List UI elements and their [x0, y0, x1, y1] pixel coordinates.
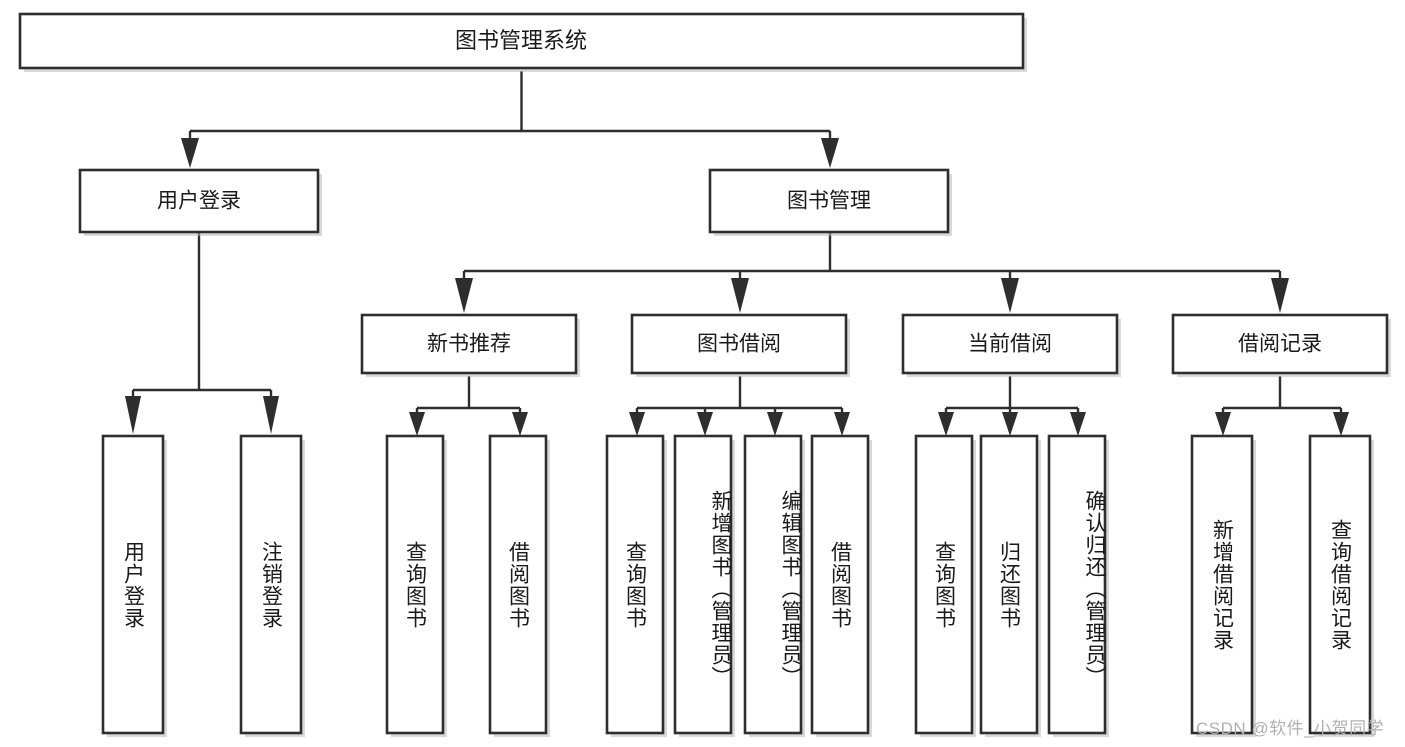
leaf-bb-3[interactable]	[743, 434, 803, 735]
leaf-cb-2[interactable]	[979, 434, 1039, 735]
arrow-user-login	[181, 138, 199, 168]
node-book-manage[interactable]	[708, 168, 950, 234]
arrow-new-book-recommend	[455, 278, 473, 313]
node-user-login[interactable]	[78, 168, 320, 234]
csdn-watermark: CSDN @软件_小贺同学	[1196, 719, 1385, 738]
arrow-br-leaf-2	[1333, 412, 1349, 436]
node-new-book-recommend-label: 新书推荐	[427, 333, 511, 356]
node-root-label: 图书管理系统	[455, 28, 587, 53]
arrow-cb-leaf-2	[1002, 412, 1018, 436]
node-borrow-record[interactable]	[1171, 313, 1389, 375]
leaf-cb-3[interactable]	[1047, 434, 1107, 735]
node-new-book-recommend[interactable]	[360, 313, 578, 375]
leaf-bb-1[interactable]	[605, 434, 665, 735]
node-current-borrow-label: 当前借阅	[968, 333, 1052, 356]
arrow-book-borrow	[731, 278, 749, 313]
leaf-bb-4[interactable]	[810, 434, 870, 735]
leaf-user-login-1[interactable]	[101, 434, 165, 735]
leaf-br-2[interactable]	[1308, 434, 1372, 735]
arrow-nbr-leaf-2	[512, 412, 528, 436]
arrow-bb-leaf-1	[629, 412, 645, 436]
node-book-manage-label: 图书管理	[787, 190, 871, 213]
connector-layer	[125, 71, 1349, 436]
arrow-current-borrow	[1001, 278, 1019, 313]
leaf-bb-2[interactable]	[673, 434, 733, 735]
leaf-nbr-1[interactable]	[385, 434, 445, 735]
leaf-user-login-2[interactable]	[239, 434, 303, 735]
arrow-bb-leaf-2	[697, 412, 713, 436]
arrow-cb-leaf-3	[1070, 412, 1086, 436]
leaf-nbr-2[interactable]	[488, 434, 548, 735]
arrow-nbr-leaf-1	[409, 412, 425, 436]
arrow-book-manage	[821, 138, 839, 168]
arrow-cb-leaf-1	[938, 412, 954, 436]
arrow-borrow-record	[1271, 278, 1289, 313]
arrow-bb-leaf-4	[834, 412, 850, 436]
node-current-borrow[interactable]	[901, 313, 1119, 375]
node-book-borrow-label: 图书借阅	[697, 333, 781, 356]
arrow-bb-leaf-3	[767, 412, 783, 436]
leaf-br-1[interactable]	[1190, 434, 1254, 735]
arrow-leaf-user-login	[125, 396, 141, 434]
node-user-login-label: 用户登录	[157, 190, 241, 213]
leaf-cb-1[interactable]	[914, 434, 974, 735]
arrow-br-leaf-1	[1215, 412, 1231, 436]
node-root[interactable]	[18, 12, 1025, 70]
arrow-leaf-logout	[263, 396, 279, 434]
node-book-borrow[interactable]	[630, 313, 848, 375]
node-layer: 图书管理系统 用户登录 图书管理 新书推荐 图书借阅 当前借阅 借阅记录	[18, 12, 1391, 737]
node-borrow-record-label: 借阅记录	[1238, 333, 1322, 356]
